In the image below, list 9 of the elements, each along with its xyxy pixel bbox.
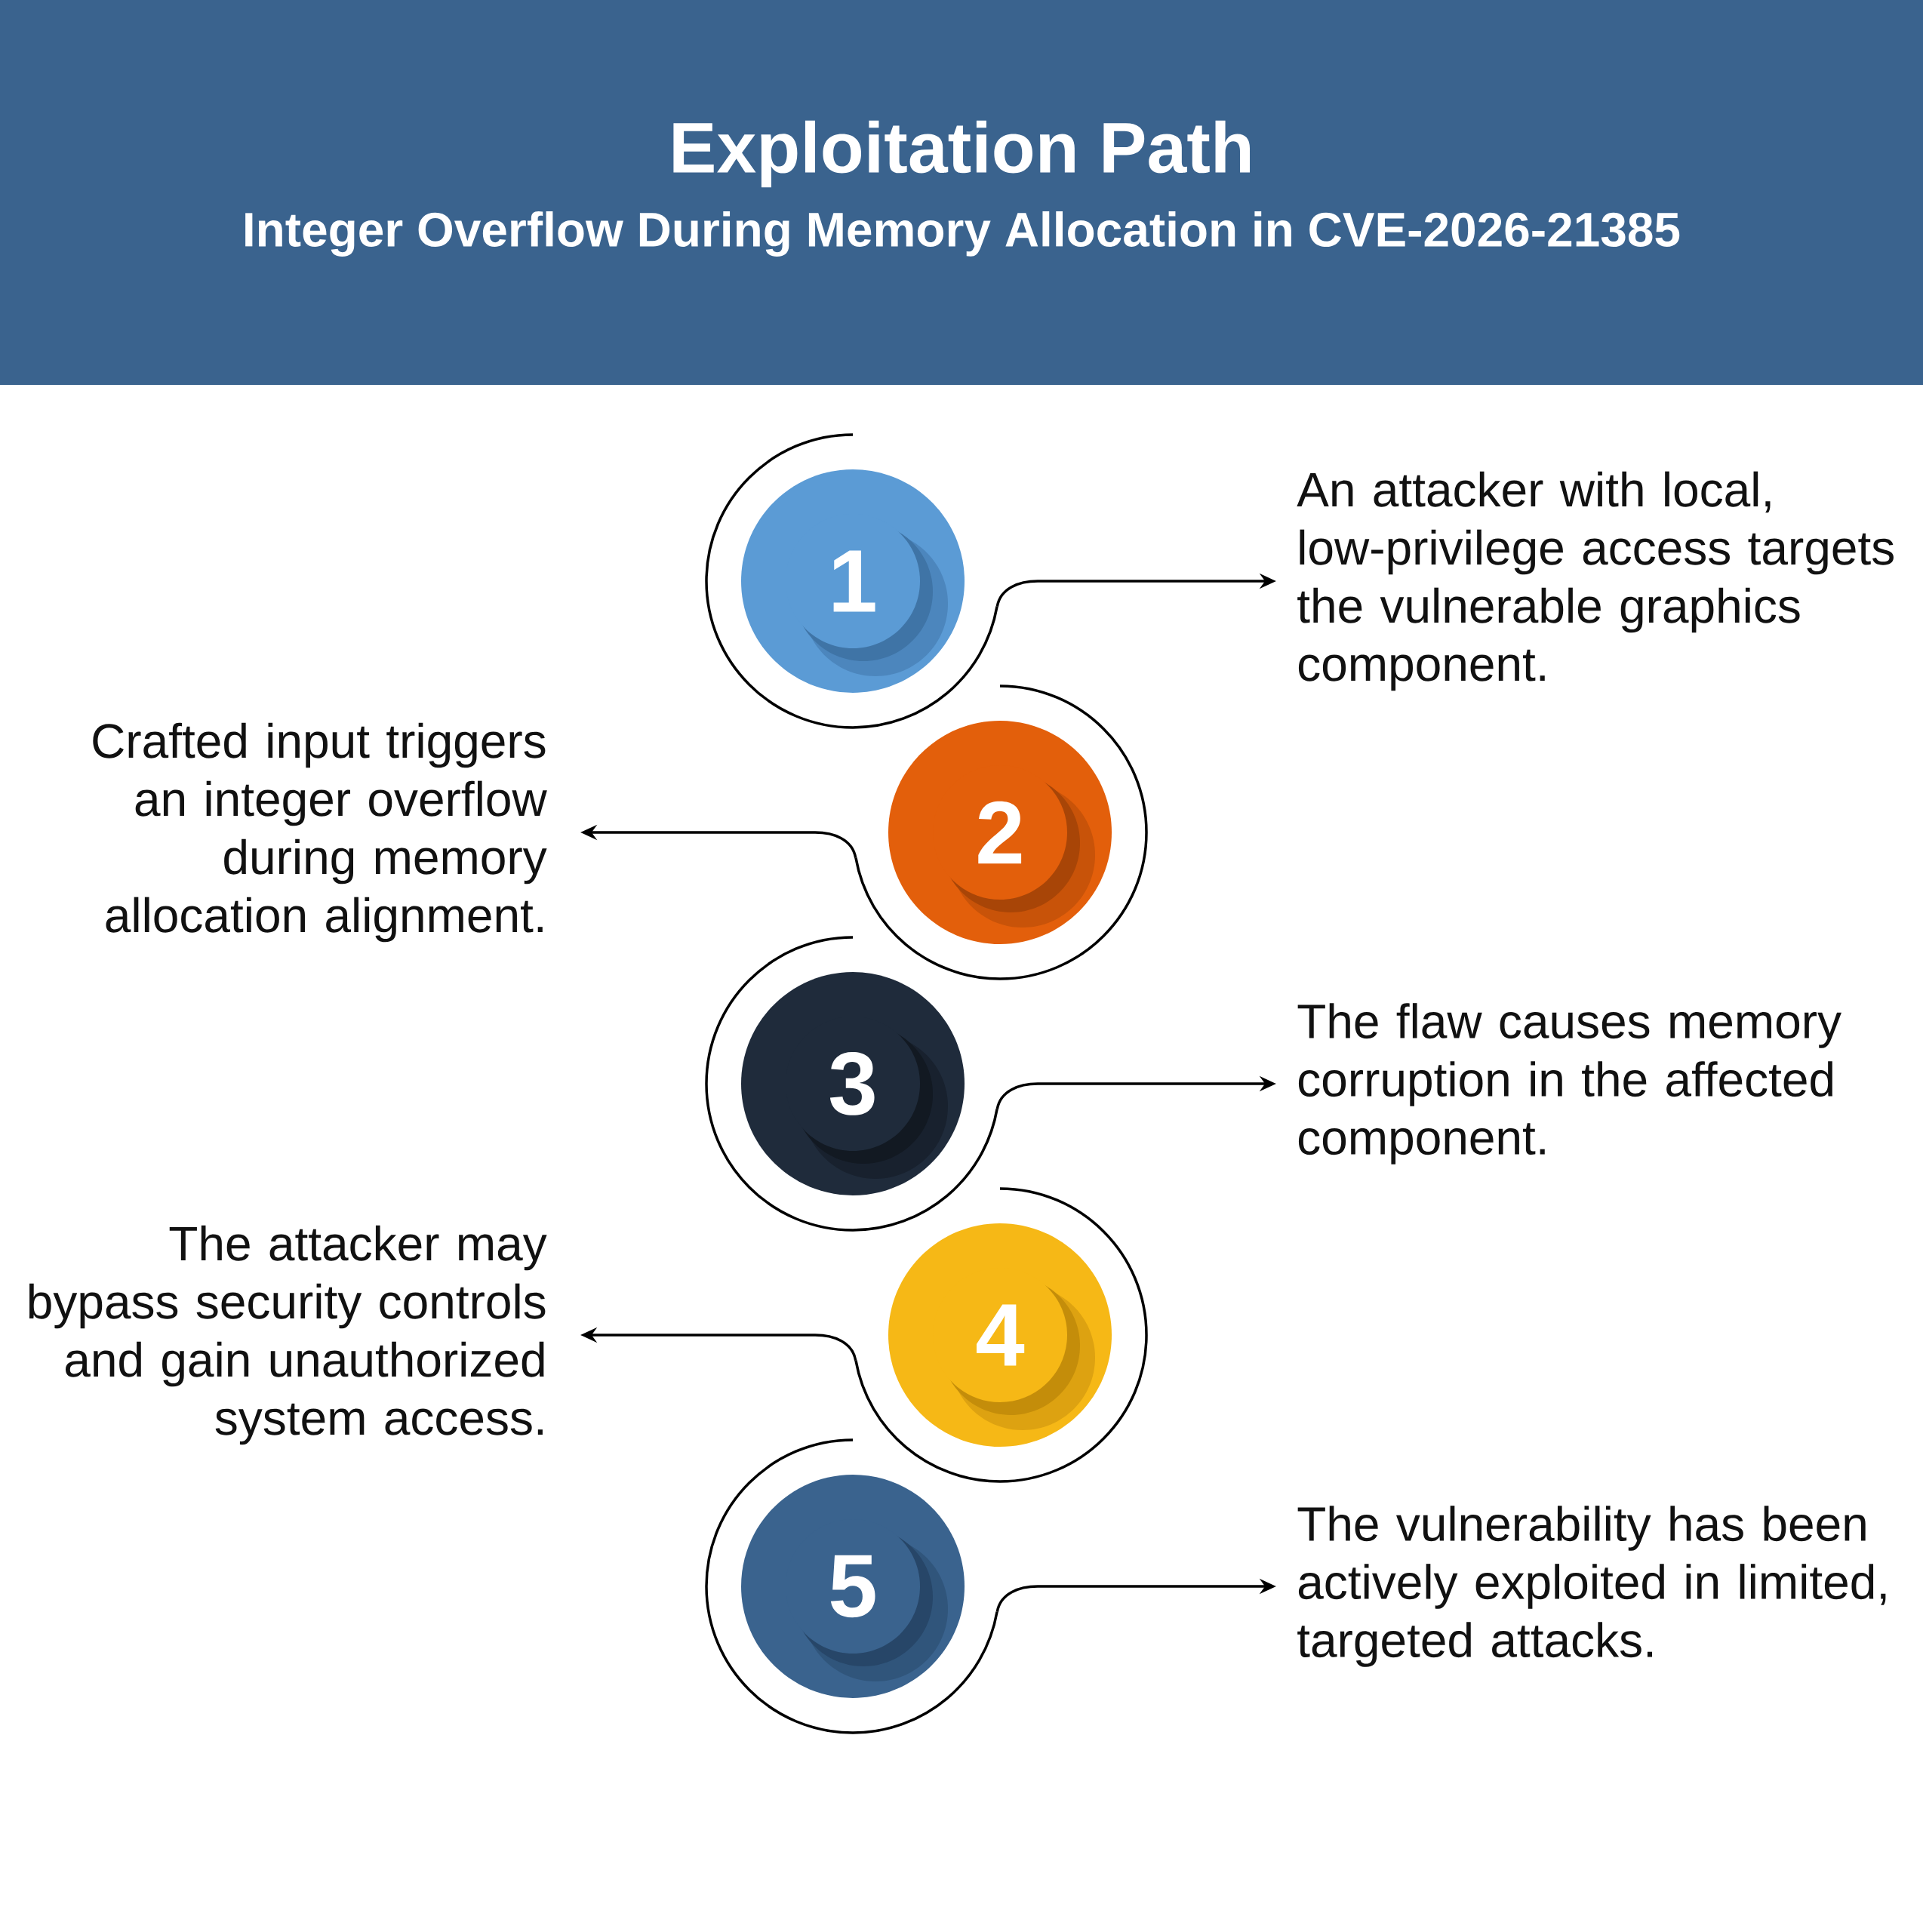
step-text: The attacker may bypass security controls and gain unauthorized system access.: [29, 1225, 547, 1445]
step-text: The vulnerability has been actively exploited in limited, targeted attacks.: [1297, 1506, 1886, 1667]
step-text: Crafted input triggers an integer overflow during memory allocation alignment.: [93, 722, 547, 943]
step-text: The flaw causes memory corruption in the affected component.: [1297, 1003, 1841, 1164]
number-badge: 1: [705, 433, 998, 729]
number-badge: 5: [705, 1438, 998, 1734]
title: Exploitation Path: [673, 120, 1250, 188]
step-text: An attacker with local, low-privilege access targets the vulnerable graphics component.: [1297, 471, 1894, 691]
subtitle: Integer Overflow During Memory Allocation in CVE-2026-21385: [245, 211, 1680, 257]
